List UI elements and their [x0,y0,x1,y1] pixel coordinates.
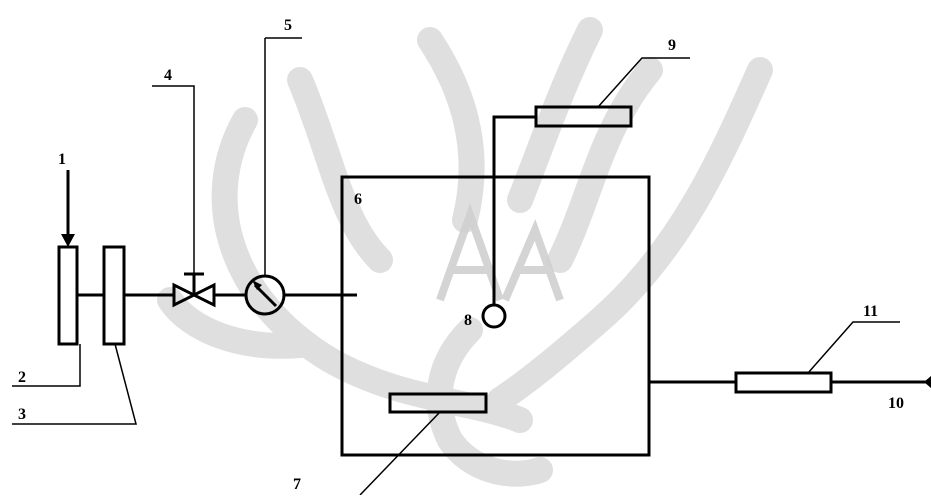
leader-3 [12,343,137,425]
instrument-9 [534,105,633,128]
valve-4 [172,282,216,308]
leader-2 [12,344,81,387]
label-3: 3 [18,406,26,423]
label-10: 10 [888,395,904,412]
label-7: 7 [293,476,301,493]
element-2 [57,245,79,346]
element-11 [734,371,833,394]
label-4: 4 [164,67,172,84]
sensor-8 [481,303,507,329]
leader-lines [12,37,900,496]
flame-logo-watermark [157,17,773,487]
gauge-needle-arrowhead [252,280,262,290]
inlet-arrowhead [61,234,75,247]
leader-7 [359,411,441,496]
label-11: 11 [863,303,878,320]
element-3 [102,245,126,346]
diagram-lines [57,105,931,457]
leader-9 [597,57,690,108]
heater-7 [388,392,488,414]
watermark-tower-icon [436,202,564,302]
outlet-arrowhead [924,376,931,388]
label-5: 5 [284,17,292,34]
label-6: 6 [354,191,362,208]
leader-11 [807,321,900,374]
label-2: 2 [18,369,26,386]
label-8: 8 [464,312,472,329]
arrowheads [61,234,931,388]
sensor-wire [492,115,536,305]
leader-4 [152,85,195,274]
label-9: 9 [668,37,676,54]
label-1: 1 [58,151,66,168]
